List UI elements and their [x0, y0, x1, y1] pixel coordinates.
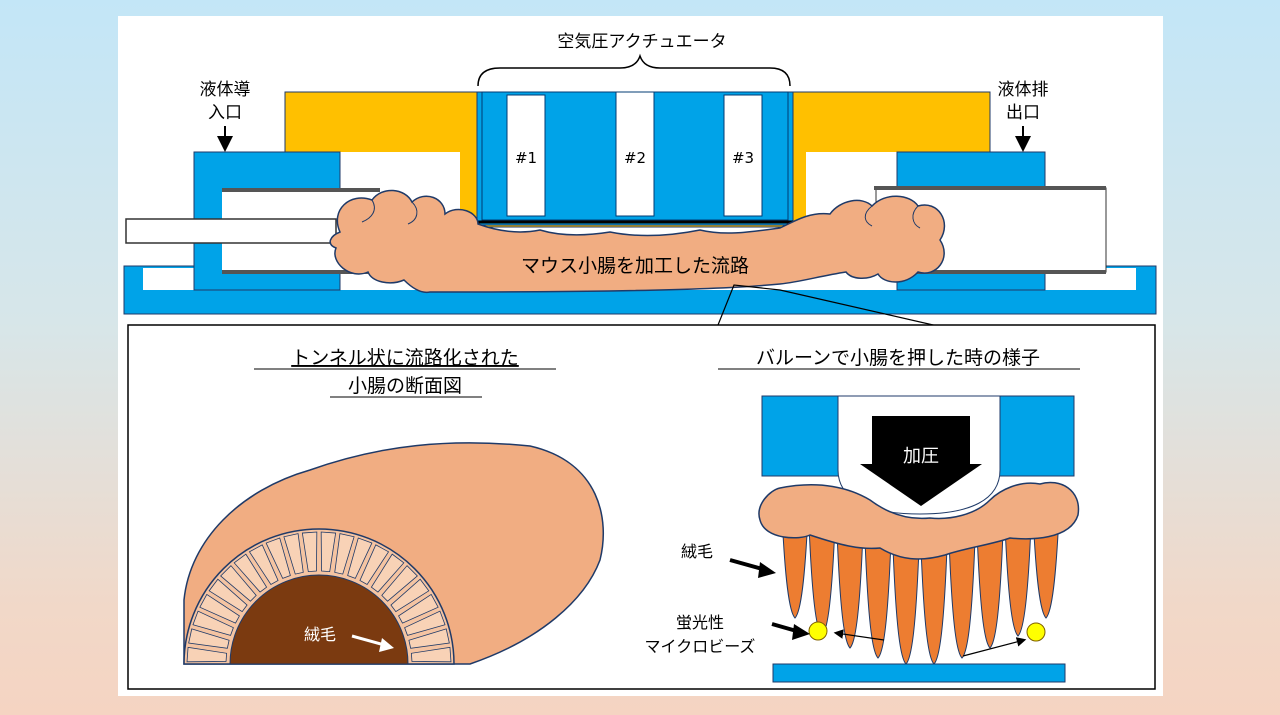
tunnel-villus	[192, 610, 234, 636]
left-panel-title-line1: トンネル状に流路化された	[291, 347, 519, 369]
pressed-villus	[1032, 514, 1060, 619]
tunnel-villus	[359, 544, 390, 585]
callout-line	[717, 284, 956, 331]
tunnel-villus	[283, 533, 304, 575]
bead-flow-arrow-left	[833, 629, 885, 641]
outlet-label-line2: 出口	[1006, 103, 1040, 123]
bead-flow-arrow-right	[962, 637, 1027, 657]
tunnel-villus	[301, 531, 318, 573]
balloon-press: 加圧	[761, 395, 1075, 515]
beads-label-line2: マイクロビーズ	[645, 637, 756, 656]
tunnel-villi	[186, 531, 452, 663]
pressed-villus	[948, 539, 976, 659]
tunnel-villus	[186, 646, 228, 663]
tunnel-villus	[381, 565, 418, 602]
tunnel-villus	[265, 537, 291, 579]
actuator-brace	[477, 53, 791, 87]
tunnel-villus	[199, 593, 240, 624]
tunnel-villus	[188, 628, 230, 649]
tunnel-villus	[390, 578, 430, 613]
tunnel-villus	[248, 544, 279, 585]
channel-label: マウス小腸を加工した流路	[521, 255, 749, 277]
press-villi-label: 絨毛	[681, 542, 713, 561]
outlet-label-line1: 液体排	[998, 80, 1049, 100]
pressed-villus	[864, 539, 892, 659]
left-panel-title-line2: 小腸の断面図	[348, 375, 462, 397]
bottom-plate	[772, 663, 1066, 683]
tunnel-villus	[347, 537, 373, 579]
chamber-label-2: #2	[624, 149, 646, 167]
pressed-villus	[976, 531, 1004, 649]
tunnel-villi-label: 絨毛	[304, 625, 336, 644]
pressed-villus	[1004, 524, 1032, 637]
beads-label-line1: 蛍光性	[676, 613, 724, 632]
inlet-label-line2: 入口	[208, 103, 242, 123]
intestine-channel	[329, 189, 946, 294]
tunnel-villus	[208, 578, 248, 613]
tunnel-villus	[408, 628, 450, 649]
tunnel-villus	[320, 531, 337, 573]
bead-left	[808, 621, 828, 641]
inlet-block	[125, 151, 384, 291]
bead-right	[1026, 622, 1046, 642]
pressed-tissue	[758, 481, 1080, 560]
inlet-label-line1: 液体導	[200, 80, 251, 100]
pressed-villi	[781, 514, 1060, 665]
tunnel-villus	[404, 610, 446, 636]
pressure-label: 加圧	[903, 446, 939, 467]
pressed-villus	[836, 531, 864, 649]
right-panel-title: バルーンで小腸を押した時の様子	[756, 347, 1040, 369]
tunnel-villus	[398, 593, 439, 624]
chamber-label-1: #1	[515, 149, 537, 167]
tunnel-villus	[220, 565, 257, 602]
tunnel-villus	[334, 533, 355, 575]
tunnel-cross-section	[183, 442, 605, 665]
chamber-label-3: #3	[732, 149, 754, 167]
tunnel-villus	[370, 553, 405, 593]
pressed-villus	[781, 514, 809, 619]
actuator-title: 空気圧アクチュエータ	[557, 32, 726, 52]
tunnel-villus	[233, 553, 268, 593]
pneumatic-actuator	[476, 91, 794, 226]
tunnel-villus	[410, 646, 452, 663]
